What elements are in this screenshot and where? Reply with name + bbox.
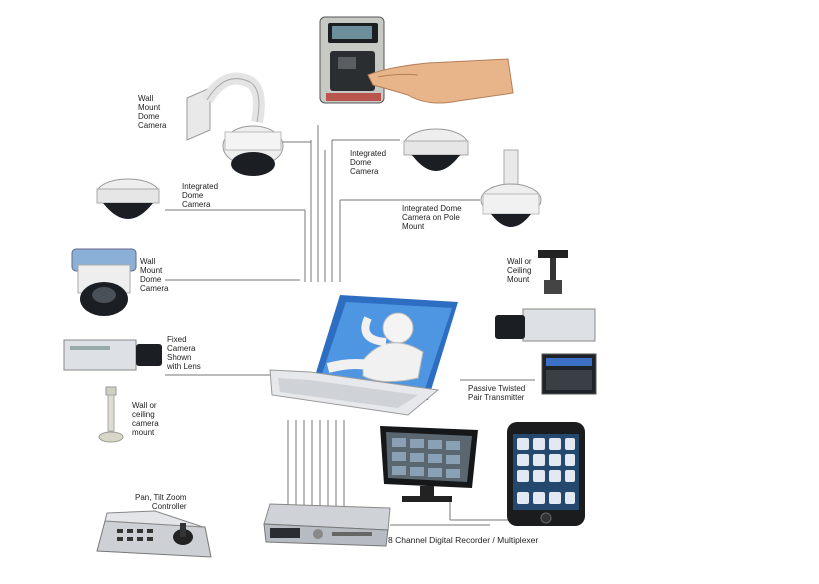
label-wall-mount-dome-1: Wall Mount Dome Camera (138, 94, 167, 130)
integrated-dome-camera-icon (403, 128, 469, 171)
ceiling-mount-icon (538, 250, 568, 294)
monitor-icon (380, 426, 478, 502)
fixed-camera-icon (495, 308, 596, 342)
label-wall-ceiling-right: Wall or Ceiling Mount (507, 257, 532, 284)
label-passive-twisted: Passive Twisted Pair Transmitter (468, 384, 526, 402)
fixed-camera-icon (63, 339, 162, 371)
pole-mount-dome-camera-icon (480, 149, 542, 227)
wall-mount-dome-camera-icon (186, 72, 284, 176)
label-integrated-dome-left: Integrated Dome Camera (182, 182, 219, 209)
label-wall-mount-dome-2: Wall Mount Dome Camera (140, 257, 169, 293)
ptz-controller-icon (96, 510, 212, 558)
label-wall-ceiling-left: Wall or ceiling camera mount (132, 401, 159, 437)
ceiling-mount-icon (98, 386, 124, 443)
label-dvr: 8 Channel Digital Recorder / Multiplexer (388, 535, 539, 545)
integrated-dome-camera-icon (96, 178, 160, 219)
label-integrated-dome-right: Integrated Dome Camera (350, 149, 387, 176)
biometric-reader-icon (319, 16, 514, 104)
smartphone-icon (507, 422, 585, 526)
twisted-pair-transmitter-icon (541, 353, 597, 395)
wall-mount-dome-camera-icon (71, 248, 137, 316)
dvr-icon (263, 503, 391, 547)
label-ptz-controller: Pan, Tilt Zoom Controller (135, 493, 187, 511)
laptop-figure-icon (269, 295, 458, 416)
label-fixed-camera: Fixed Camera Shown with Lens (167, 335, 201, 371)
label-dome-pole-mount: Integrated Dome Camera on Pole Mount (402, 204, 462, 231)
